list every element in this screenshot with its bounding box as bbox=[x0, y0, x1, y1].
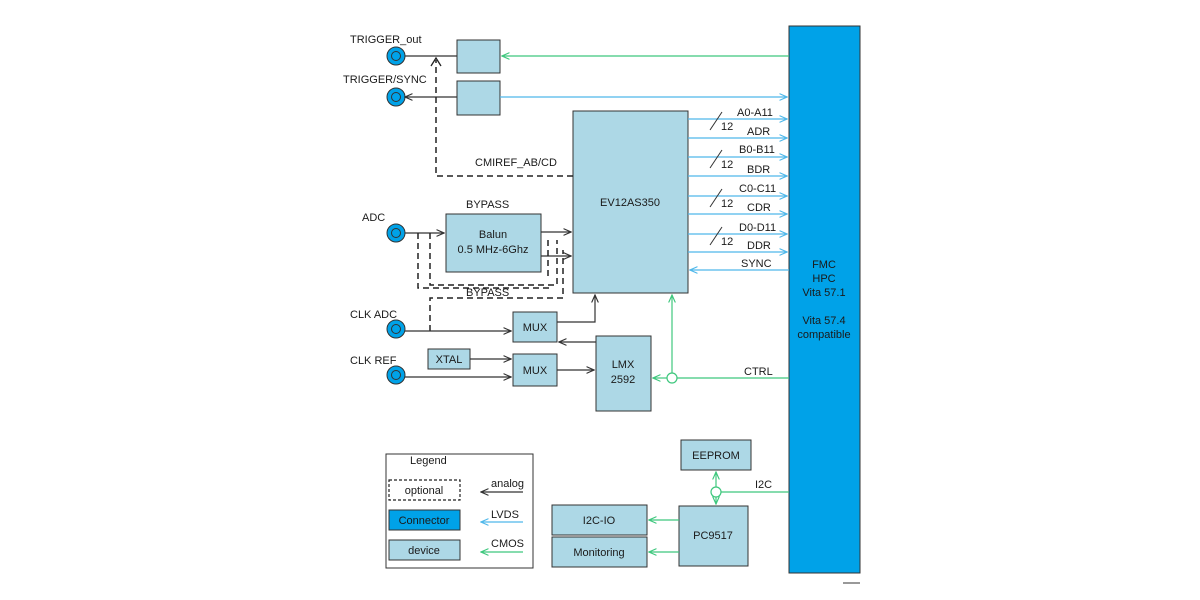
legend-connector-swatch bbox=[388, 509, 461, 531]
trigger-out-label: TRIGGER_out bbox=[350, 34, 422, 46]
bus-c-label: C0-C11 bbox=[739, 183, 776, 195]
clk-adc-label: CLK ADC bbox=[350, 309, 397, 321]
legend-cmos-label: CMOS bbox=[491, 538, 524, 550]
i2c-io-label: I2C-IO bbox=[583, 515, 616, 527]
bus-a: 12 A0-A11 ADR bbox=[688, 107, 787, 138]
cmiref-dashed-line bbox=[435, 60, 573, 177]
mux-top-box: MUX bbox=[512, 311, 558, 343]
i2c-junction bbox=[710, 486, 722, 498]
trigger-sync-label: TRIGGER/SYNC bbox=[343, 74, 427, 86]
ctrl-label: CTRL bbox=[744, 366, 773, 378]
adc-chip-label: EV12AS350 bbox=[600, 197, 660, 209]
bus-c-width: 12 bbox=[721, 198, 733, 210]
trigger-sync-buffer bbox=[456, 80, 501, 116]
balun-label-1: Balun bbox=[479, 229, 507, 241]
fmc-line-2: HPC bbox=[812, 273, 835, 285]
mux-bottom-label: MUX bbox=[523, 365, 548, 377]
xtal-label: XTAL bbox=[436, 354, 463, 366]
xtal-box: XTAL bbox=[427, 348, 471, 370]
balun-box: Balun 0.5 MHz-6Ghz bbox=[445, 213, 542, 273]
legend-connector-label: Connector bbox=[399, 515, 450, 527]
lmx-box: LMX 2592 bbox=[595, 335, 652, 412]
bus-d-width: 12 bbox=[721, 236, 733, 248]
mux-to-adc-clock-wire bbox=[557, 295, 595, 323]
clk-ref-label: CLK REF bbox=[350, 355, 397, 367]
fmc-line-3: Vita 57.1 bbox=[802, 287, 845, 299]
adc-port-label: ADC bbox=[362, 212, 385, 224]
bypass-dashed-inner bbox=[429, 233, 558, 286]
legend-device-swatch bbox=[388, 539, 461, 561]
bus-b: 12 B0-B11 BDR bbox=[688, 144, 787, 176]
bus-d-label: D0-D11 bbox=[739, 222, 776, 234]
bypass-bottom-label: BYPASS bbox=[466, 287, 509, 299]
bypass-dashed-lower bbox=[417, 233, 552, 289]
lmx-label-1: LMX bbox=[612, 359, 635, 371]
pc9517-label: PC9517 bbox=[693, 530, 733, 542]
balun-label-2: 0.5 MHz-6Ghz bbox=[458, 244, 529, 256]
trigger-out-port: TRIGGER_out bbox=[350, 34, 422, 66]
bus-a-label: A0-A11 bbox=[737, 107, 773, 119]
cdr-label: CDR bbox=[747, 202, 771, 214]
trigger-out-buffer bbox=[456, 39, 501, 74]
legend-title: Legend bbox=[410, 455, 447, 467]
legend-optional-swatch bbox=[388, 479, 461, 501]
cmiref-label: CMIREF_AB/CD bbox=[475, 157, 557, 169]
mux-bottom-box: MUX bbox=[512, 353, 558, 387]
eeprom-box: EEPROM bbox=[680, 439, 752, 471]
mux-top-label: MUX bbox=[523, 322, 548, 334]
ddr-label: DDR bbox=[747, 240, 771, 252]
fmc-connector: FMC HPC Vita 57.1 Vita 57.4 compatible bbox=[788, 25, 861, 574]
eeprom-label: EEPROM bbox=[692, 450, 740, 462]
bus-d: 12 D0-D11 DDR bbox=[688, 222, 787, 252]
clk-adc-port: CLK ADC bbox=[350, 309, 406, 339]
monitoring-label: Monitoring bbox=[573, 547, 624, 559]
fmc-line-1: FMC bbox=[812, 259, 836, 271]
lmx-label-2: 2592 bbox=[611, 374, 635, 386]
i2c-label: I2C bbox=[755, 479, 772, 491]
trigger-sync-port: TRIGGER/SYNC bbox=[343, 74, 427, 107]
adc-chip-box: EV12AS350 bbox=[572, 110, 689, 294]
clk-bypass-dashed bbox=[429, 250, 564, 331]
bus-a-width: 12 bbox=[721, 121, 733, 133]
legend-device-label: device bbox=[408, 545, 440, 557]
adr-label: ADR bbox=[747, 126, 770, 138]
fmc-line-6: compatible bbox=[797, 329, 850, 341]
legend: Legend optional Connector device analog … bbox=[385, 453, 534, 569]
bus-c: 12 C0-C11 CDR bbox=[688, 183, 787, 214]
legend-optional-label: optional bbox=[405, 485, 444, 497]
bus-b-width: 12 bbox=[721, 159, 733, 171]
i2c-io-box: I2C-IO bbox=[551, 504, 648, 536]
monitoring-box: Monitoring bbox=[551, 536, 648, 568]
adc-port: ADC bbox=[362, 212, 406, 243]
clk-ref-port: CLK REF bbox=[350, 355, 406, 385]
sync-label: SYNC bbox=[741, 258, 772, 270]
ctrl-junction bbox=[666, 372, 678, 384]
legend-lvds-label: LVDS bbox=[491, 509, 519, 521]
legend-analog-label: analog bbox=[491, 478, 524, 490]
cmiref-arrowhead bbox=[430, 56, 442, 67]
fmc-line-5: Vita 57.4 bbox=[802, 315, 845, 327]
bdr-label: BDR bbox=[747, 164, 770, 176]
bypass-top-label: BYPASS bbox=[466, 199, 509, 211]
pc9517-box: PC9517 bbox=[678, 505, 749, 567]
bus-b-label: B0-B11 bbox=[739, 144, 775, 156]
